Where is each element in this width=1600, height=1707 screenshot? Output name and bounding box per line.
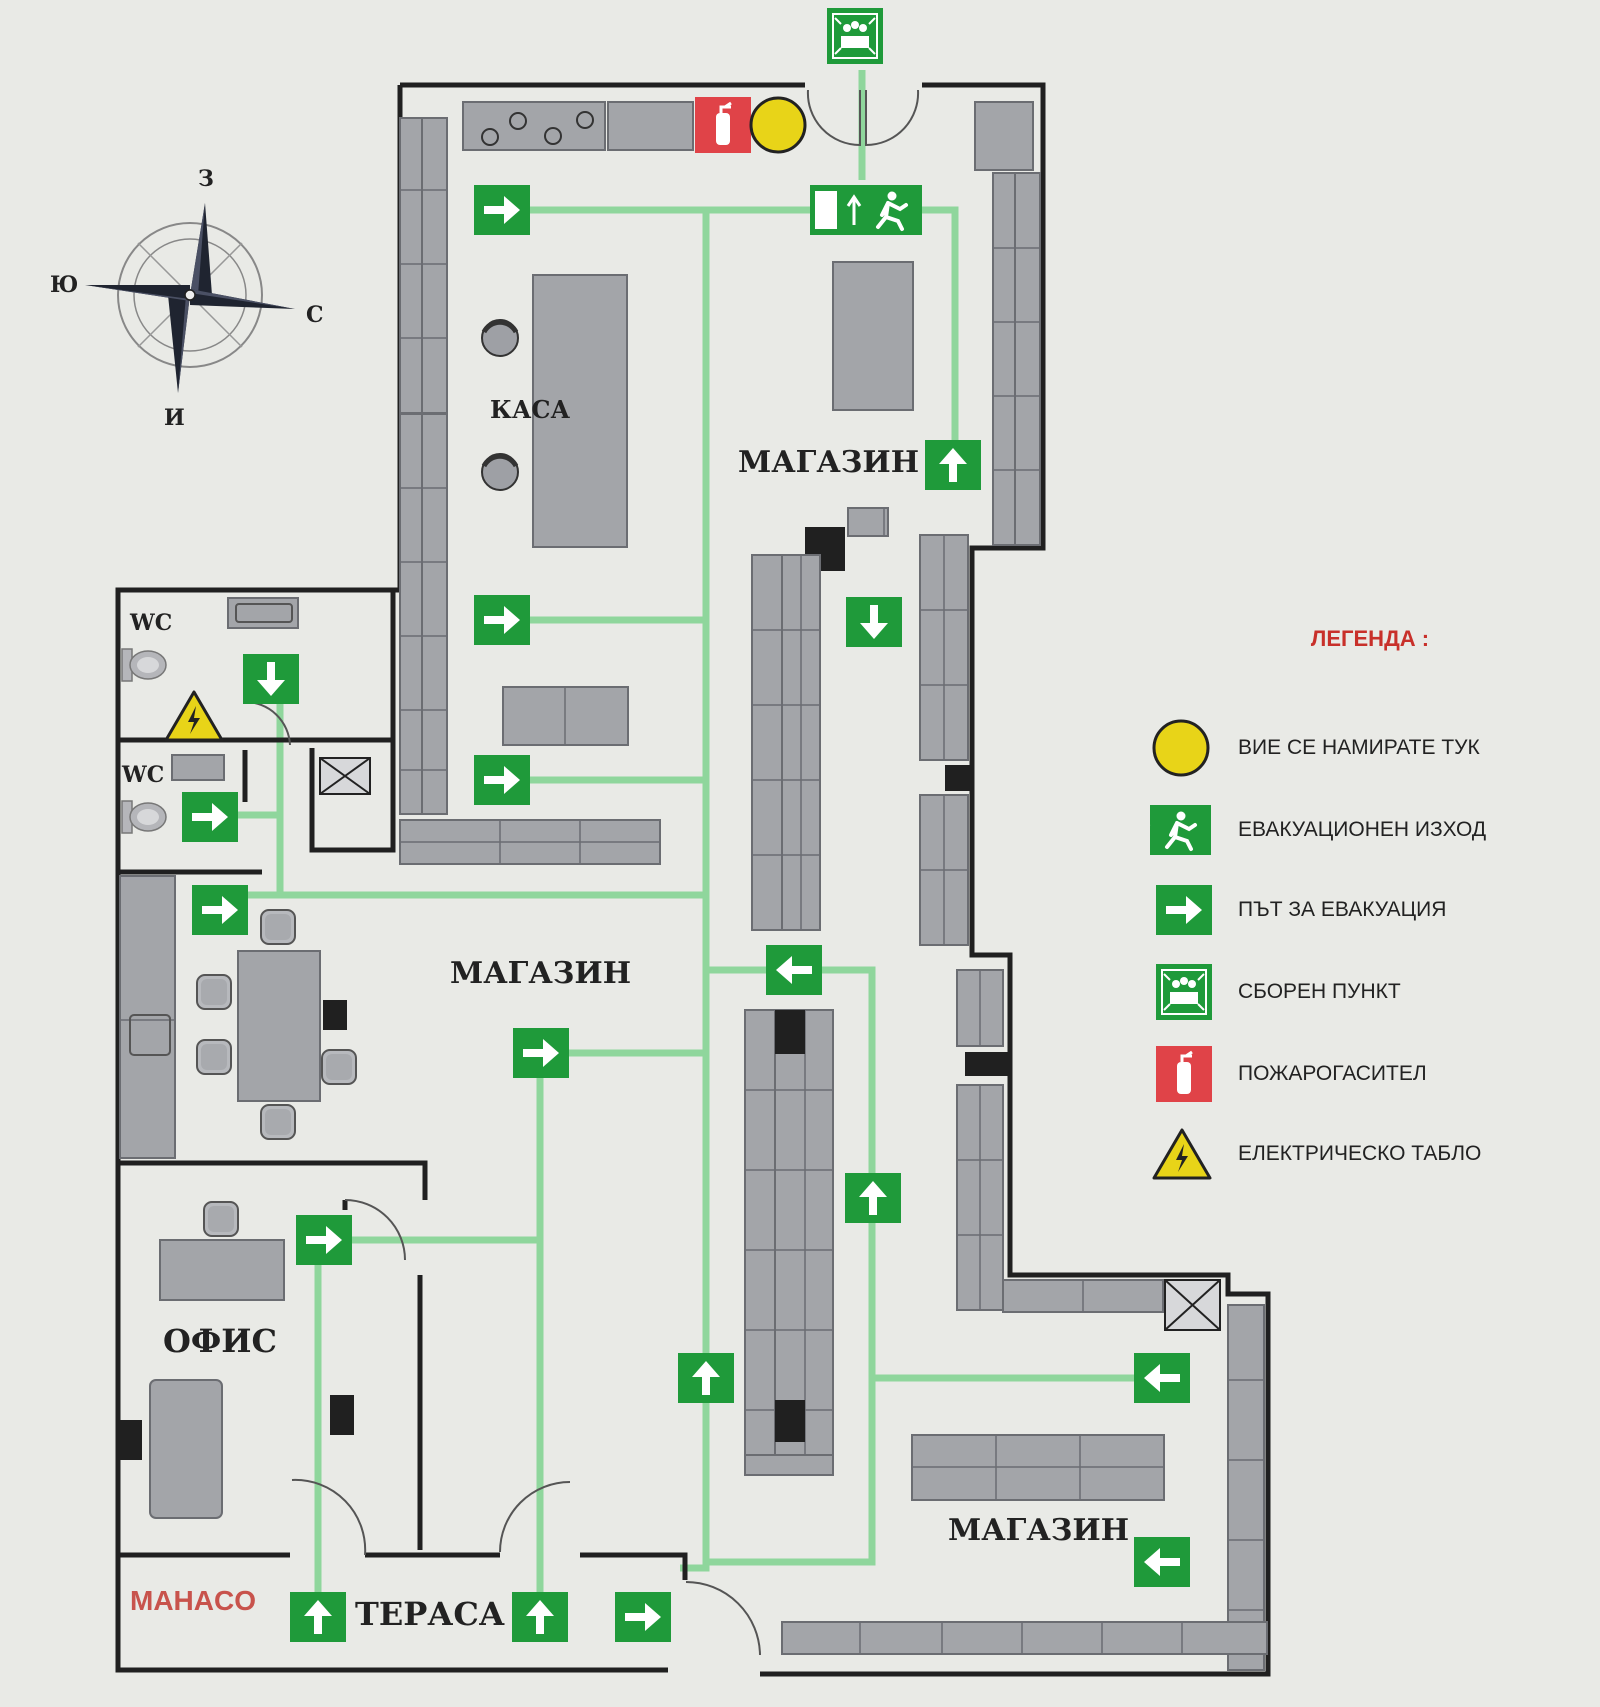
- room-label-kasa: КАСА: [490, 395, 570, 424]
- shelf-dividers: [120, 189, 1264, 1654]
- room-label-wc: WC: [121, 762, 164, 788]
- legend-label: СБОРЕН ПУНКТ: [1238, 980, 1401, 1003]
- fire-extinguisher-icon: [693, 95, 753, 155]
- arrow-right-icon: [474, 185, 530, 235]
- arrow-right-icon: [513, 1028, 569, 1078]
- arrow-up-icon: [290, 1592, 346, 1642]
- brand-logo: MAHACO: [130, 1585, 256, 1616]
- evacuation-exit-icon: [808, 183, 924, 237]
- legend-title: ЛЕГЕНДА :: [1310, 626, 1430, 651]
- arrow-right-icon: [474, 595, 530, 645]
- room-label-ofis: ОФИС: [163, 1322, 277, 1360]
- arrow-left-icon: [1134, 1353, 1190, 1403]
- arrow-up-icon: [678, 1353, 734, 1403]
- legend-label: ЕВАКУАЦИОНЕН ИЗХОД: [1238, 818, 1487, 841]
- legend-label: ПЪТ ЗА ЕВАКУАЦИЯ: [1238, 898, 1447, 921]
- shelving: [119, 101, 1268, 1671]
- compass-north-label: З: [198, 166, 214, 192]
- arrow-up-icon: [845, 1173, 901, 1223]
- arrow-down-icon: [846, 597, 902, 647]
- stove: [481, 111, 594, 146]
- compass-east-label: С: [306, 302, 324, 328]
- arrow-up-icon: [925, 440, 981, 490]
- arrow-right-icon: [296, 1215, 352, 1265]
- room-label-wc: WC: [129, 610, 172, 636]
- arrow-right-icon: [615, 1592, 671, 1642]
- legend-item: СБОРЕН ПУНКТ: [1150, 962, 1580, 1022]
- legend-item: ПОЖАРОГАСИТЕЛ: [1150, 1044, 1580, 1104]
- arrow-right-icon: [474, 755, 530, 805]
- legend-item: ВИЕ СЕ НАМИРАТЕ ТУК: [1150, 718, 1580, 778]
- compass-south-label: И: [164, 405, 185, 431]
- legend-label: ЕЛЕКТРИЧЕСКО ТАБЛО: [1238, 1142, 1482, 1165]
- room-label-magazin: МАГАЗИН: [450, 956, 631, 991]
- legend-item: ЕЛЕКТРИЧЕСКО ТАБЛО: [1150, 1124, 1580, 1184]
- assembly-point-icon: [826, 7, 884, 65]
- arrow-right-icon: [182, 792, 238, 842]
- arrow-up-icon: [512, 1592, 568, 1642]
- you-are-here-icon: [749, 96, 807, 154]
- arrow-right-icon: [192, 885, 248, 935]
- arrow-left-icon: [1134, 1537, 1190, 1587]
- compass-west-label: Ю: [50, 272, 78, 298]
- wall-columns: [118, 527, 1009, 1460]
- gondola-ends: [775, 1010, 805, 1442]
- room-label-magazin: МАГАЗИН: [948, 1513, 1129, 1548]
- legend-item: ЕВАКУАЦИОНЕН ИЗХОД: [1150, 800, 1580, 860]
- legend-label: ПОЖАРОГАСИТЕЛ: [1238, 1062, 1427, 1085]
- room-label-magazin: МАГАЗИН: [738, 445, 919, 480]
- legend-item: ПЪТ ЗА ЕВАКУАЦИЯ: [1150, 880, 1580, 940]
- elevator: [319, 757, 1221, 1331]
- you-are-here-icon: [1152, 719, 1210, 777]
- arrow-down-icon: [243, 654, 299, 704]
- electrical-panel-icon: [164, 690, 224, 742]
- compass-rose-icon: [85, 203, 295, 393]
- legend-label: ВИЕ СЕ НАМИРАТЕ ТУК: [1238, 736, 1480, 759]
- arrow-left-icon: [766, 945, 822, 995]
- room-label-terasa: ТЕРАСА: [355, 1595, 505, 1633]
- sink: [129, 603, 293, 1056]
- evacuation-routes: [220, 70, 1138, 1605]
